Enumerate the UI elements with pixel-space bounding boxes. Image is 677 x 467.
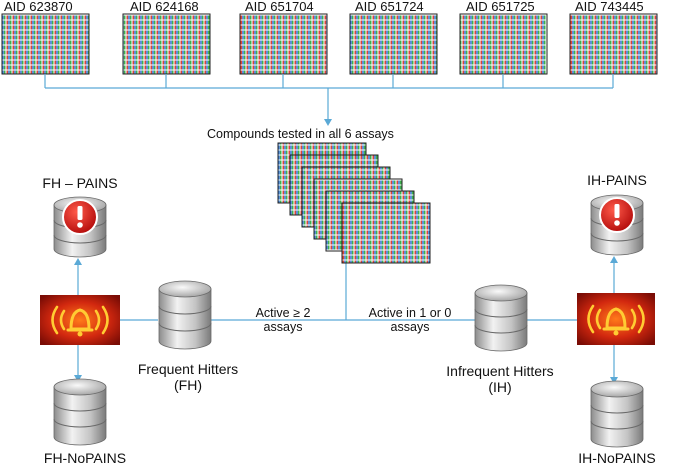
branch-right-line2: assays <box>390 320 430 334</box>
branch-left-line2: assays <box>263 320 303 334</box>
ih-pains-label: IH-PAINS <box>587 172 647 188</box>
assay-label-2: AID 624168 <box>130 0 199 14</box>
database-icon-frequent-hitters <box>158 280 212 350</box>
assay-plates-row <box>1 13 658 75</box>
branch-label-right: Active in 1 or 0 assays <box>354 306 466 334</box>
alarm-bell-icon-left <box>40 295 120 345</box>
ih-line2: (IH) <box>488 379 512 395</box>
database-warning-icon-ih-pains <box>590 194 644 256</box>
branch-left-line1: Active ≥ 2 <box>255 306 311 320</box>
database-icon-fh-nopains <box>53 378 107 446</box>
assay-label-5: AID 651725 <box>466 0 535 14</box>
fh-line1: Frequent Hitters <box>137 361 239 377</box>
assay-plate-icon <box>341 202 431 264</box>
assay-plate-icon <box>122 13 211 75</box>
ih-nopains-label: IH-NoPAINS <box>578 450 656 466</box>
database-warning-icon-fh-pains <box>53 196 107 258</box>
fh-nopains-label: FH-NoPAINS <box>43 450 127 466</box>
compound-plate-stack <box>277 142 431 264</box>
branch-label-left: Active ≥ 2 assays <box>244 306 322 334</box>
connectors <box>44 74 615 378</box>
assay-plate-icon <box>459 13 548 75</box>
assay-plate-icon <box>349 13 438 75</box>
assay-label-4: AID 651724 <box>355 0 424 14</box>
fh-line2: (FH) <box>174 377 202 393</box>
assay-plate-icon <box>1 13 90 75</box>
assay-label-1: AID 623870 <box>4 0 73 14</box>
compounds-tested-label: Compounds tested in all 6 assays <box>207 127 394 141</box>
branch-right-line1: Active in 1 or 0 <box>368 306 452 320</box>
database-icon-ih-nopains <box>590 380 644 448</box>
infrequent-hitters-label: Infrequent Hitters (IH) <box>430 363 570 395</box>
assay-label-3: AID 651704 <box>245 0 314 14</box>
alarm-bell-icon-right <box>577 293 655 345</box>
assay-label-6: AID 743445 <box>575 0 644 14</box>
database-icon-infrequent-hitters <box>474 284 528 352</box>
assay-plate-icon <box>569 13 658 75</box>
fh-pains-label: FH – PAINS <box>42 175 118 191</box>
connector-arrowheads <box>74 119 618 384</box>
assay-plate-icon <box>239 13 328 75</box>
ih-line1: Infrequent Hitters <box>446 363 554 379</box>
frequent-hitters-label: Frequent Hitters (FH) <box>128 361 248 393</box>
